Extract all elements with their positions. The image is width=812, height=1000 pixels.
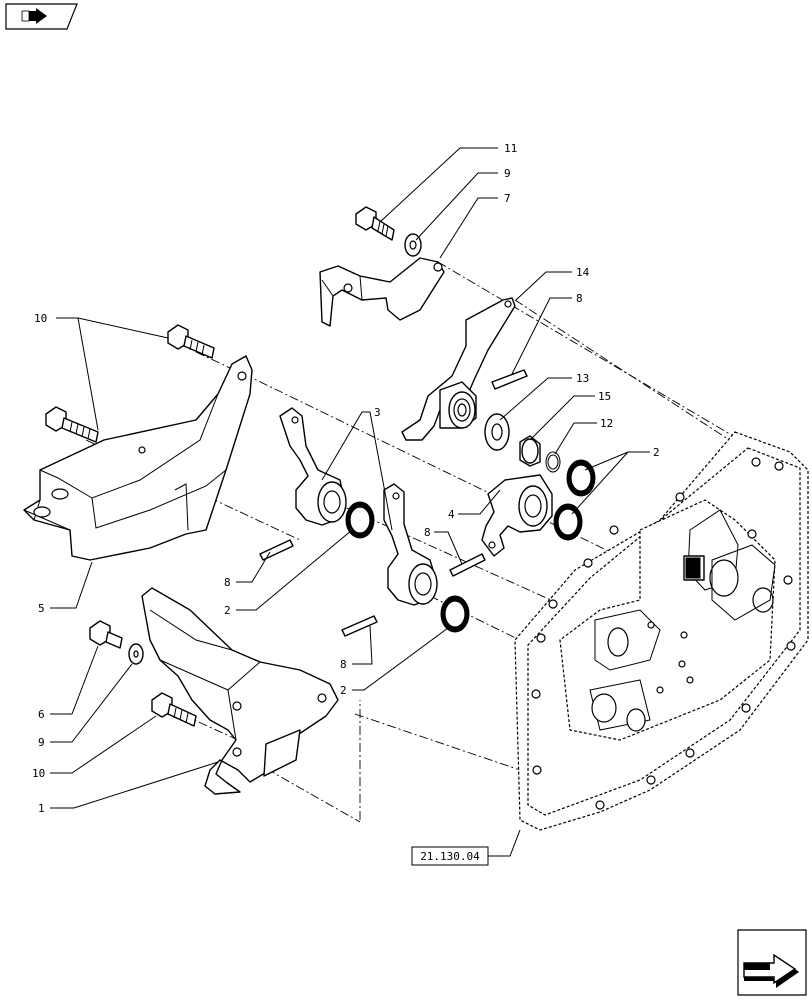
reference-label: 21.130.04 — [420, 850, 480, 863]
next-page-arrow-icon[interactable] — [737, 929, 807, 996]
callout-4: 4 — [448, 508, 455, 521]
callout-1: 1 — [38, 802, 45, 815]
lever-4 — [481, 474, 553, 557]
callout-3: 3 — [374, 406, 381, 419]
callout-2-mid: 2 — [224, 604, 231, 617]
pin-8-upper — [491, 369, 528, 390]
washer-13 — [484, 413, 510, 451]
callout-8-lower: 8 — [340, 658, 347, 671]
bolt-11 — [355, 206, 395, 241]
callout-labels: 11 9 7 14 8 13 15 12 2 10 3 4 8 8 2 5 8 … — [32, 142, 660, 815]
seal-2-upper — [553, 459, 596, 541]
callout-10-upper: 10 — [34, 312, 47, 325]
bushing-15 — [519, 435, 541, 467]
washer-9-lower — [128, 643, 144, 665]
leader-lines — [50, 147, 650, 809]
bolt-10-mid — [45, 406, 99, 443]
lever-14 — [401, 297, 516, 441]
transmission-housing — [514, 431, 809, 831]
callout-8-left: 8 — [224, 576, 231, 589]
bracket-7 — [319, 257, 445, 327]
reference-box[interactable]: 21.130.04 — [411, 829, 521, 866]
callout-12: 12 — [600, 417, 613, 430]
callout-8-center: 8 — [424, 526, 431, 539]
callout-13: 13 — [576, 372, 589, 385]
snap-ring-12 — [545, 451, 561, 473]
callout-5: 5 — [38, 602, 45, 615]
pin-8-lower — [341, 615, 378, 637]
callout-7: 7 — [504, 192, 511, 205]
seal-2-mid — [345, 501, 375, 539]
callout-9-upper: 9 — [504, 167, 511, 180]
callout-11: 11 — [504, 142, 517, 155]
bracket-5 — [23, 355, 253, 561]
callout-2-lower: 2 — [340, 684, 347, 697]
navigation-arrow-icon[interactable] — [5, 3, 78, 30]
bracket-1 — [141, 587, 339, 795]
lever-3-upper — [279, 407, 347, 526]
callout-6: 6 — [38, 708, 45, 721]
pin-8-center — [449, 553, 486, 577]
callout-9-lower: 9 — [38, 736, 45, 749]
bolt-10-lower — [151, 692, 197, 727]
callout-8-upper: 8 — [576, 292, 583, 305]
callout-15: 15 — [598, 390, 611, 403]
lever-3-lower — [383, 483, 438, 606]
callout-2-upper: 2 — [653, 446, 660, 459]
callout-10-lower: 10 — [32, 767, 45, 780]
bolt-10-upper — [167, 324, 215, 359]
bolt-6 — [89, 620, 123, 649]
seal-2-lower — [440, 595, 470, 633]
pin-8-left — [259, 539, 294, 561]
callout-14: 14 — [576, 266, 590, 279]
